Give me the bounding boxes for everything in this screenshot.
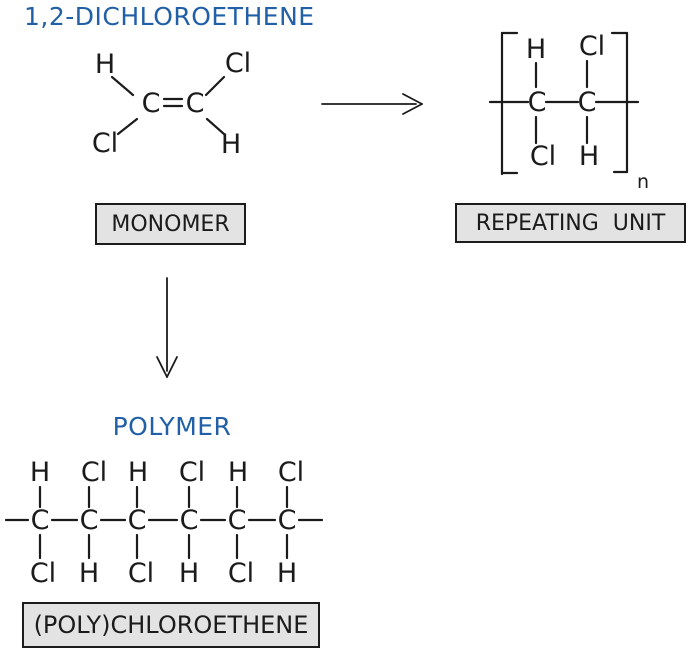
atom-label: Cl [579, 31, 605, 62]
atom-label: Cl [92, 128, 118, 159]
atom-label: Cl [225, 48, 251, 79]
atom-label: Cl [179, 457, 205, 488]
bracket-left [500, 31, 519, 176]
polymer-heading: POLYMER [112, 412, 232, 441]
atom-label: C [278, 505, 297, 536]
polymer-label: (POLY)CHLOROETHENE [33, 611, 309, 639]
monomer-structure: H Cl C C Cl H [92, 48, 251, 160]
atom-label: C [228, 505, 247, 536]
monomer-label: MONOMER [111, 211, 230, 237]
atom-label: H [95, 49, 115, 80]
repeating-unit-structure: H Cl C C Cl H n [488, 31, 649, 193]
polymer-label-box: (POLY)CHLOROETHENE [22, 602, 320, 648]
atom-label: C [528, 87, 547, 118]
bond-line [204, 75, 226, 97]
atom-label: C [128, 505, 147, 536]
atom-label: C [80, 505, 99, 536]
atom-label: Cl [278, 457, 304, 488]
atom-label: H [221, 129, 241, 160]
atom-label: C [180, 505, 199, 536]
bond-line [110, 75, 135, 97]
atom-label: H [526, 34, 546, 65]
monomer-bonds [110, 75, 226, 136]
atom-label: H [79, 558, 99, 589]
atom-label: Cl [530, 141, 556, 172]
atom-label: H [128, 457, 148, 488]
bond-line [116, 117, 139, 136]
atom-label: H [277, 558, 297, 589]
arrow-head [166, 356, 178, 378]
down-arrow-icon [156, 277, 178, 378]
arrow-head [402, 93, 423, 105]
repeating-unit-label-box: REPEATING UNIT [455, 203, 686, 243]
atom-label: C [578, 87, 597, 118]
atom-label: H [579, 141, 599, 172]
arrow-head [156, 356, 168, 378]
atom-label: Cl [228, 558, 254, 589]
polymer-chain-structure: H Cl H Cl H Cl C C C C C C Cl H Cl H Cl … [4, 457, 324, 589]
atom-label: Cl [81, 457, 107, 488]
polymer-chain-bonds [4, 485, 324, 560]
bond-line [205, 117, 226, 136]
atom-label: C [142, 88, 161, 119]
atom-label: C [31, 505, 50, 536]
repeating-unit-bonds [488, 59, 640, 145]
atom-label: Cl [30, 558, 56, 589]
atom-label: Cl [128, 558, 154, 589]
atom-label: H [228, 457, 248, 488]
monomer-label-box: MONOMER [95, 203, 246, 245]
right-arrow-icon [321, 93, 423, 115]
compound-title: 1,2-DICHLOROETHENE [24, 2, 315, 31]
subscript-n: n [637, 171, 649, 193]
atom-label: C [186, 88, 205, 119]
arrow-head [402, 103, 423, 115]
atom-label: H [30, 457, 50, 488]
repeating-unit-label: REPEATING UNIT [475, 210, 666, 236]
atom-label: H [179, 558, 199, 589]
